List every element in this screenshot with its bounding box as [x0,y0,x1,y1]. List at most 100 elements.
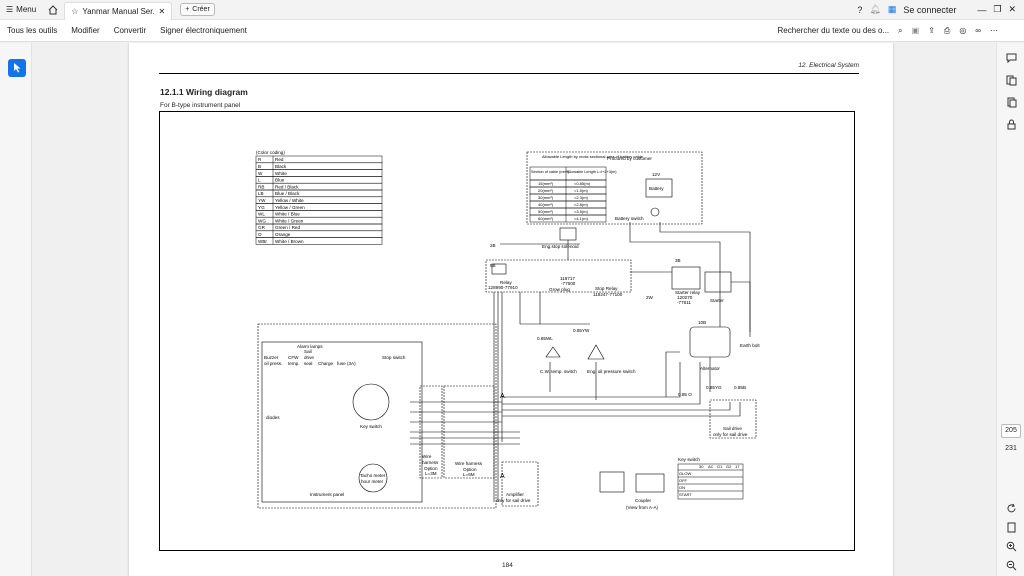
home-button[interactable] [42,0,64,20]
temp-label: temp. [288,361,300,366]
page-total: 231 [1005,445,1017,452]
drive-label: drive [304,355,314,360]
color-name: White / Blue [275,212,300,217]
close-icon[interactable]: ✕ [158,6,166,16]
more-icon[interactable]: ⋯ [990,26,998,35]
color-code: RB [258,184,264,189]
coupler-label: Coupler [635,498,652,503]
key-table-row: ON [679,485,685,490]
len6-label: L=6M [463,472,475,477]
search-field[interactable]: Rechercher du texte ou des o... [777,26,890,35]
menu-convert[interactable]: Convertir [113,26,147,35]
color-name: Red [275,157,284,162]
lock-icon[interactable] [1006,119,1017,130]
key-table-header: G2 [726,464,732,469]
restore-icon[interactable]: ❐ [993,4,1002,14]
sail-drive-label2: only for sail drive [713,432,748,437]
part-77600-label: -77600 [561,281,576,286]
menu-edit[interactable]: Modifier [71,26,100,35]
view-from-label: (View from A-A) [626,505,659,510]
wire-085o: 0.85 O [678,392,692,397]
key-switch-label: Key switch [360,424,382,429]
hamburger-icon: ☰ [6,5,14,14]
stop-solenoid-label: Eng.stop solenoid [542,244,579,249]
color-name: White / Green [275,218,304,223]
page-subtitle: For B-type instrument panel [160,102,241,109]
minimize-icon[interactable]: — [977,4,987,15]
save-icon[interactable]: ▣ [911,26,920,35]
menu-button[interactable]: ☰ Menu [0,0,42,20]
bell-icon[interactable]: 🔔︎ [869,4,881,14]
key-table-header: AC [708,464,714,469]
refresh-icon[interactable] [1006,503,1017,514]
color-name: Black [275,164,287,169]
color-coding-title: (Color coding) [256,150,285,155]
home-icon [48,4,58,14]
page-icon[interactable] [1006,522,1017,533]
menu-sign[interactable]: Signer électroniquement [160,26,247,35]
upload-icon[interactable]: ⇪ [928,26,935,35]
copy-icon[interactable] [1006,97,1017,108]
help-icon[interactable]: ? [857,4,863,15]
wire-harness-label2: harness [422,460,439,465]
select-tool-button[interactable] [8,59,26,77]
apps-grid-icon[interactable]: ▦ [887,4,897,14]
pages-icon[interactable] [1006,75,1017,86]
create-button[interactable]: + Créer [180,3,215,16]
cable-length: <1.5(m) [574,188,589,193]
cw-switch-label: C.W. temp. switch [540,369,577,374]
color-code: B [258,164,261,169]
color-code: YW [258,198,266,203]
print-icon[interactable]: ⎙ [943,25,951,35]
zoom-out-icon[interactable] [1006,560,1017,571]
option2-label: Option [463,467,477,472]
oil-switch-label: Eng. oil pressure switch [587,369,636,374]
cable-length: <3.5(m) [574,209,589,214]
color-name: Orange [275,232,291,237]
color-code: YG [258,205,265,210]
cable-length: <2.3(m) [574,195,589,200]
diodes-label: diodes [266,415,280,420]
battery-switch-label: Battery switch [615,216,644,221]
wire-085yg: 0.85YG [706,385,722,390]
wire-3b: 3B [675,258,681,263]
comment-icon[interactable] [1006,53,1017,64]
battery-label: Battery [649,186,664,191]
key-table-row: START [679,492,692,497]
fuse-label: fuse (3A) [337,361,356,366]
amplifier-label2: only for sail drive [496,498,531,503]
document-tab[interactable]: ☆ Yanmar Manual Ser... ✕ [64,1,173,20]
color-code: L [258,178,261,183]
sign-in-link[interactable]: Se connecter [903,4,957,15]
len3-label: L=3M [425,471,437,476]
plus-icon: + [185,6,190,13]
cable-length: <4.1(m) [574,216,589,221]
stop-relay-no-label: 119247-77100 [593,292,623,297]
option-label: Option [424,466,438,471]
wire-085b: 0.85B [734,385,746,390]
cable-section: 30(mm²) [538,195,554,200]
ai-assistant-icon[interactable]: ◎ [959,26,967,35]
window-close-icon[interactable]: ✕ [1008,4,1016,14]
key-switch-table-title: Key switch [678,457,700,462]
zoom-in-icon[interactable] [1006,541,1017,552]
page-number-input[interactable]: 205 [1001,424,1021,438]
document-viewport[interactable]: 12. Electrical System 12.1.1 Wiring diag… [33,43,996,576]
star-icon[interactable]: ☆ [71,6,79,16]
cable-section: 40(mm²) [538,202,554,207]
relay-label: Relay [500,280,512,285]
page-number: 184 [502,562,513,569]
menu-all-tools[interactable]: Tous les outils [7,26,58,35]
search-icon[interactable]: ⌕ [898,25,903,35]
starter-relay-no2-label: -77611 [677,300,691,305]
color-name: Red / Black [275,184,299,189]
pdf-page: 12. Electrical System 12.1.1 Wiring diag… [129,43,893,576]
cable-section: 50(mm²) [538,209,554,214]
cable-table-title: Allowable Length by cross sectional area… [542,154,644,159]
cable-col2: Allowable Length L=l+2+3(m) [567,170,617,174]
cable-section: 15(mm²) [538,181,554,186]
cable-table: Section of cable (mm²)Allowable Length L… [529,166,617,223]
alarm-lamps-label: Alarm lamps [297,344,323,349]
color-name: Blue / Black [275,191,300,196]
link-icon[interactable]: ∞ [975,26,981,35]
